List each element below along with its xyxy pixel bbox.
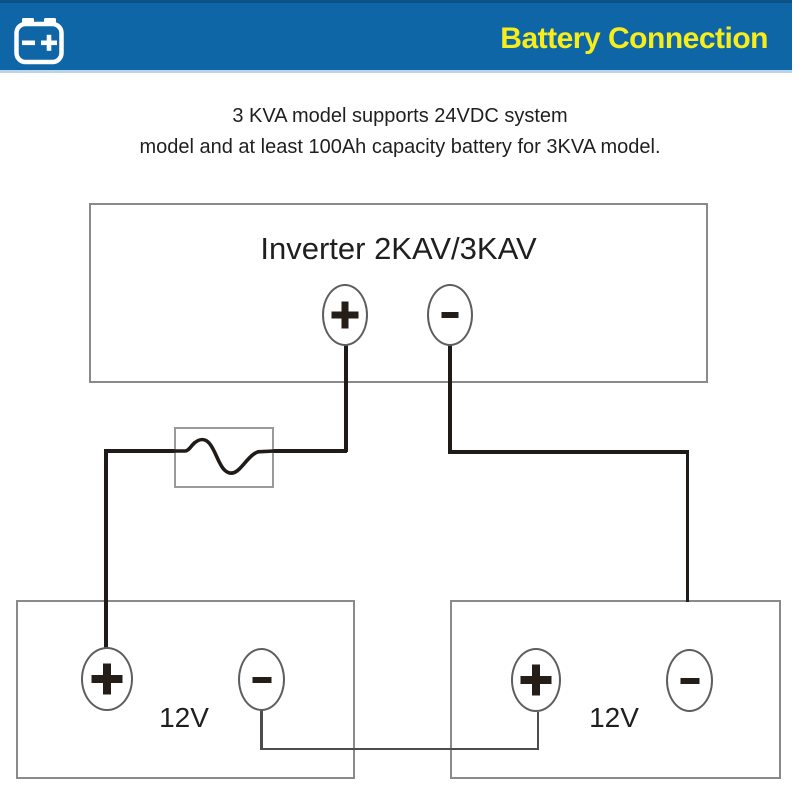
wire-plus-to-fuse: [272, 449, 347, 453]
plus-icon: [513, 650, 559, 710]
page-title: Battery Connection: [500, 22, 768, 55]
description-line-2: model and at least 100Ah capacity batter…: [139, 136, 661, 158]
wire-inverter-plus-down: [344, 345, 348, 452]
battery-left-positive-terminal: [81, 647, 133, 711]
fuse-box: [174, 427, 274, 488]
fuse-wave-icon: [174, 437, 274, 475]
wire-link-across: [260, 747, 539, 750]
wire-link-left-down: [260, 710, 263, 750]
battery-left-box: [16, 600, 355, 779]
wire-minus-across: [448, 450, 688, 454]
wire-down-to-battery-left-plus: [104, 449, 108, 651]
wire-down-to-battery-right: [685, 450, 689, 602]
minus-icon: [240, 650, 283, 709]
battery-left-voltage-label: 12V: [159, 702, 209, 733]
plus-icon: [83, 649, 131, 709]
battery-icon: [14, 18, 64, 65]
minus-icon: [668, 651, 711, 710]
inverter-positive-terminal: [322, 284, 368, 346]
battery-right-positive-terminal: [511, 648, 561, 712]
wire-link-right-up: [536, 712, 539, 750]
inverter-negative-terminal: [427, 284, 473, 346]
battery-left-negative-terminal: [238, 648, 285, 711]
wire-inverter-minus-down: [448, 345, 452, 453]
battery-right-voltage-label: 12V: [589, 702, 639, 733]
description-text: 3 KVA model supports 24VDC system model …: [0, 101, 800, 163]
battery-right-negative-terminal: [666, 649, 713, 712]
header-bar: Battery Connection: [0, 0, 792, 73]
inverter-label: Inverter 2KAV/3KAV: [260, 231, 537, 266]
minus-icon: [429, 286, 471, 344]
wire-fuse-to-left: [104, 449, 176, 453]
description-line-1: 3 KVA model supports 24VDC system: [232, 105, 568, 127]
battery-right-box: [450, 600, 781, 779]
inverter-box: Inverter 2KAV/3KAV: [89, 203, 708, 383]
plus-icon: [324, 286, 366, 344]
